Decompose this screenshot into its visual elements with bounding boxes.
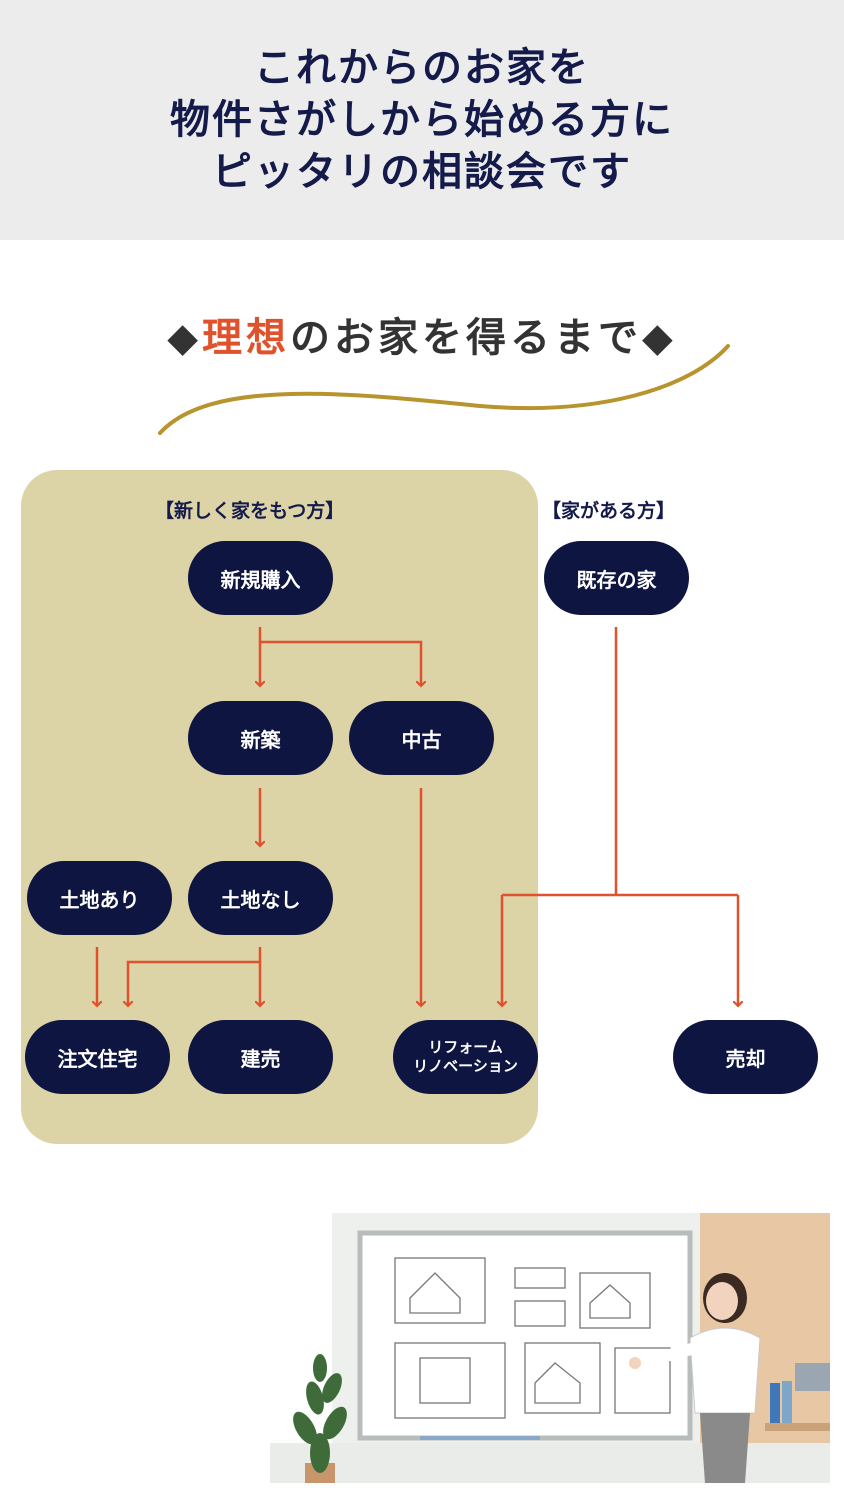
header-line-1: これからのお家を (254, 45, 590, 91)
section-title-accent: 理想 (202, 315, 290, 361)
node-with-land: 土地あり (27, 861, 172, 935)
node-reform-line1: リフォーム (428, 1038, 503, 1056)
node-ready-built: 建売 (188, 1020, 333, 1094)
node-existing-home: 既存の家 (544, 541, 689, 615)
header-banner: これからのお家を 物件さがしから始める方に ピッタリの相談会です (0, 0, 844, 240)
node-custom-home: 注文住宅 (25, 1020, 170, 1094)
node-new-purchase: 新規購入 (188, 541, 333, 615)
diamond-left-icon: ◆ (167, 315, 202, 361)
diamond-right-icon: ◆ (642, 315, 677, 361)
header-line-2: 物件さがしから始める方に (170, 97, 674, 143)
gold-swoosh-decoration (158, 344, 730, 435)
flow-arrows (0, 627, 844, 1150)
group-label-existing-owner: 【家がある方】 (542, 500, 676, 522)
consultation-illustration (270, 1213, 830, 1483)
node-new-build: 新築 (188, 701, 333, 775)
node-reform-renovation: リフォーム リノベーション (393, 1020, 538, 1094)
node-reform-line2: リノベーション (413, 1057, 518, 1075)
node-used: 中古 (349, 701, 494, 775)
section-title: ◆理想のお家を得るまで◆ (0, 305, 844, 363)
header-line-3: ピッタリの相談会です (212, 149, 632, 195)
node-without-land: 土地なし (188, 861, 333, 935)
group-label-new-owner: 【新しく家をもつ方】 (155, 500, 345, 522)
section-title-rest: のお家を得るまで (290, 315, 642, 361)
node-sale: 売却 (673, 1020, 818, 1094)
